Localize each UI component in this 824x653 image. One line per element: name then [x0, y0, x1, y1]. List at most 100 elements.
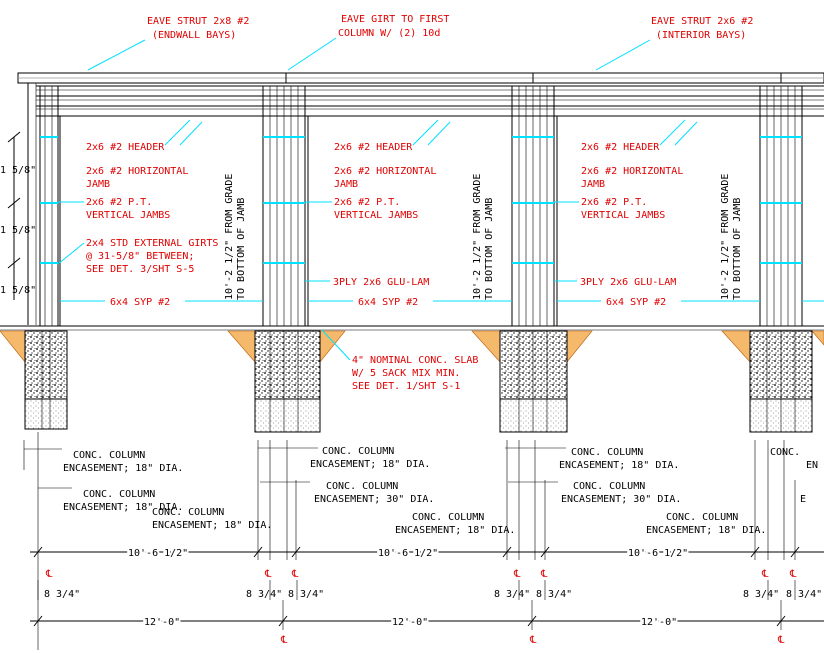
bay3-height-note-1: 10'-2 1/2" FROM GRADE	[720, 174, 731, 300]
dim-offset-6: 8 3/4"	[743, 589, 779, 600]
bay1-header-label: 2x6 #2 HEADER	[86, 142, 165, 153]
eave-assembly	[17, 72, 824, 325]
cl-5: ℄	[540, 569, 548, 580]
columns	[39, 85, 803, 327]
side-dim-2: 1 5/8"	[0, 225, 36, 236]
slab-note-1: 4" NOMINAL CONC. SLAB	[352, 355, 478, 366]
eave-strut-endwall-label-1: EAVE STRUT 2x8 #2	[147, 16, 249, 27]
bay3-height-note-2: TO BOTTOM OF JAMB	[732, 198, 743, 300]
extension-lines	[37, 432, 796, 650]
dim-clear-bay2: 10'-6 1/2"	[378, 548, 438, 559]
bay1-girt-label-1: 2x4 STD EXTERNAL GIRTS	[86, 238, 218, 249]
bay2-height-note-2: TO BOTTOM OF JAMB	[484, 198, 495, 300]
dim-offset-3: 8 3/4"	[288, 589, 324, 600]
bay1-syp-label: 6x4 SYP #2	[110, 297, 170, 308]
centerline-symbols: ℄ ℄ ℄ ℄ ℄ ℄ ℄ ℄ ℄ ℄	[45, 569, 797, 646]
enc-left-3a: CONC. COLUMN	[152, 507, 224, 518]
bay1-height-note-1: 10'-2 1/2" FROM GRADE	[224, 174, 235, 300]
bay2-height-note-1: 10'-2 1/2" FROM GRADE	[472, 174, 483, 300]
dim-offset-1: 8 3/4"	[44, 589, 80, 600]
enc-c2-2a: CONC. COLUMN	[573, 481, 645, 492]
bay1-height-note-2: TO BOTTOM OF JAMB	[236, 198, 247, 300]
slab-grade	[0, 325, 824, 363]
side-dim-1: 1 5/8"	[0, 165, 36, 176]
cl-2: ℄	[264, 569, 272, 580]
cl-8: ℄	[280, 635, 288, 646]
bay3-syp-label: 6x4 SYP #2	[606, 297, 666, 308]
bay1-vjamb-label-2: VERTICAL JAMBS	[86, 210, 170, 221]
bay2-hjamb-label-1: 2x6 #2 HORIZONTAL	[334, 166, 436, 177]
dim-offset-2: 8 3/4"	[246, 589, 282, 600]
side-dimensions: 1 5/8" 1 5/8" 1 5/8"	[0, 131, 36, 300]
dimension-row-offset: 8 3/4" 8 3/4" 8 3/4" 8 3/4" 8 3/4" 8 3/4…	[37, 580, 822, 600]
bay3-vjamb-label-2: VERTICAL JAMBS	[581, 210, 665, 221]
enc-c2-2b: ENCASEMENT; 30" DIA.	[561, 494, 681, 505]
bay3-glulam-label: 3PLY 2x6 GLU-LAM	[580, 277, 676, 288]
cl-10: ℄	[777, 635, 785, 646]
bay2-vjamb-label-1: 2x6 #2 P.T.	[334, 197, 400, 208]
enc-left-3b: ENCASEMENT; 18" DIA.	[152, 520, 272, 531]
enc-c1-1a: CONC. COLUMN	[322, 446, 394, 457]
dim-center-bay2: 12'-0"	[392, 617, 428, 628]
bay2-hjamb-label-2: JAMB	[334, 179, 358, 190]
enc-c1-2b: ENCASEMENT; 30" DIA.	[314, 494, 434, 505]
dim-clear-bay3: 10'-6 1/2"	[628, 548, 688, 559]
dimension-row-center: 12'-0" 12'-0" 12'-0"	[30, 600, 824, 630]
enc-c3-2b: E	[800, 494, 806, 505]
enc-c3-1a: CONC.	[770, 447, 800, 458]
enc-c2-1a: CONC. COLUMN	[571, 447, 643, 458]
bay1-girt-label-3: SEE DET. 3/SHT S-5	[86, 264, 194, 275]
enc-left-2a: CONC. COLUMN	[83, 489, 155, 500]
bay1-hjamb-label-1: 2x6 #2 HORIZONTAL	[86, 166, 188, 177]
bay-1-labels: 2x6 #2 HEADER 2x6 #2 HORIZONTAL JAMB 2x6…	[57, 119, 263, 308]
enc-c1-2a: CONC. COLUMN	[326, 481, 398, 492]
enc-left-1a: CONC. COLUMN	[73, 450, 145, 461]
slab-note-2: W/ 5 SACK MIX MIN.	[352, 368, 460, 379]
top-labels: EAVE STRUT 2x8 #2 (ENDWALL BAYS) EAVE GI…	[87, 14, 753, 71]
dim-offset-4: 8 3/4"	[494, 589, 530, 600]
enc-c2-1b: ENCASEMENT; 18" DIA.	[559, 460, 679, 471]
eave-strut-interior-label-2: (INTERIOR BAYS)	[656, 30, 746, 41]
dim-offset-5: 8 3/4"	[536, 589, 572, 600]
eave-girt-label-2: COLUMN W/ (2) 10d	[338, 28, 440, 39]
cl-9: ℄	[529, 635, 537, 646]
column-left	[39, 85, 59, 327]
footings	[24, 330, 813, 433]
enc-c1-1b: ENCASEMENT; 18" DIA.	[310, 459, 430, 470]
enc-c1-3b: ENCASEMENT; 18" DIA.	[395, 525, 515, 536]
dim-center-bay3: 12'-0"	[641, 617, 677, 628]
dim-offset-7: 8 3/4"	[786, 589, 822, 600]
bay-3-labels: 2x6 #2 HEADER 2x6 #2 HORIZONTAL JAMB 2x6…	[554, 119, 824, 308]
side-dim-3: 1 5/8"	[0, 285, 36, 296]
cl-6: ℄	[761, 569, 769, 580]
enc-c2-3a: CONC. COLUMN	[666, 512, 738, 523]
bay1-hjamb-label-2: JAMB	[86, 179, 110, 190]
cl-3: ℄	[291, 569, 299, 580]
bay-2-labels: 2x6 #2 HEADER 2x6 #2 HORIZONTAL JAMB 2x6…	[305, 119, 512, 392]
enc-c3-1b: EN	[806, 460, 818, 471]
dim-clear-bay1: 10'-6 1/2"	[128, 548, 188, 559]
eave-strut-interior-label-1: EAVE STRUT 2x6 #2	[651, 16, 753, 27]
bay2-header-label: 2x6 #2 HEADER	[334, 142, 413, 153]
bay3-vjamb-label-1: 2x6 #2 P.T.	[581, 197, 647, 208]
enc-c1-3a: CONC. COLUMN	[412, 512, 484, 523]
bay3-hjamb-label-2: JAMB	[581, 179, 605, 190]
bay3-header-label: 2x6 #2 HEADER	[581, 142, 660, 153]
eave-girt-label-1: EAVE GIRT TO FIRST	[341, 14, 449, 25]
bay2-glulam-label: 3PLY 2x6 GLU-LAM	[333, 277, 429, 288]
bay2-syp-label: 6x4 SYP #2	[358, 297, 418, 308]
enc-left-2b: ENCASEMENT; 18" DIA.	[63, 502, 183, 513]
cl-1: ℄	[45, 569, 53, 580]
bay1-girt-label-2: @ 31-5/8" BETWEEN;	[86, 251, 194, 262]
bay3-hjamb-label-1: 2x6 #2 HORIZONTAL	[581, 166, 683, 177]
slab-note-3: SEE DET. 1/SHT S-1	[352, 381, 460, 392]
enc-c2-3b: ENCASEMENT; 18" DIA.	[646, 525, 766, 536]
cl-7: ℄	[789, 569, 797, 580]
bay1-vjamb-label-1: 2x6 #2 P.T.	[86, 197, 152, 208]
bay2-vjamb-label-2: VERTICAL JAMBS	[334, 210, 418, 221]
cl-4: ℄	[513, 569, 521, 580]
enc-left-1b: ENCASEMENT; 18" DIA.	[63, 463, 183, 474]
encasement-notes: CONC. COLUMN ENCASEMENT; 18" DIA. CONC. …	[23, 440, 818, 536]
dimension-row-clear: 10'-6 1/2" 10'-6 1/2" 10'-6 1/2"	[30, 546, 824, 561]
